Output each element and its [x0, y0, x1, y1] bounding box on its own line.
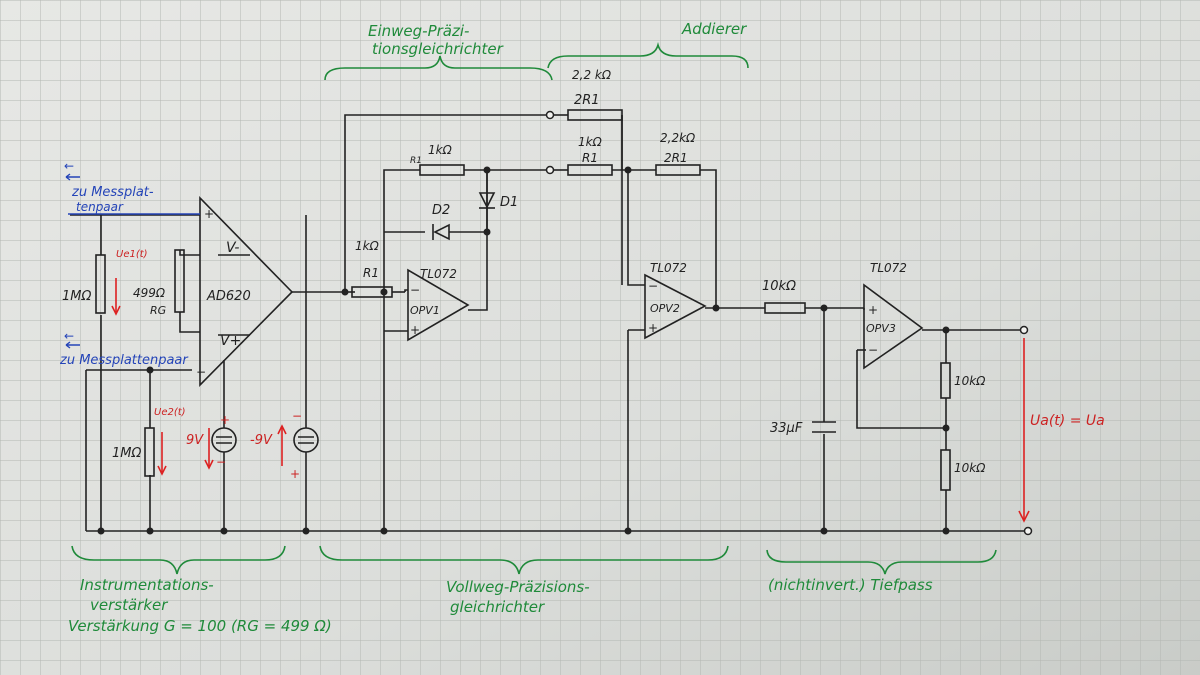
adder-title: Addierer — [681, 20, 747, 38]
label-r-top: 2R1 — [574, 93, 600, 108]
label-opv2: OPV2 — [650, 302, 680, 315]
capacitor-33uf — [812, 421, 836, 433]
label-r-div1: 10kΩ — [954, 374, 986, 388]
label-ue1: Ue1(t) — [116, 249, 148, 260]
fullwave-title-line1: Vollweg-Präzisions- — [446, 578, 590, 596]
fullwave-title-line2: gleichrichter — [450, 598, 545, 616]
resistor-1mohm-lower — [144, 427, 155, 477]
label-r1-in-value: 1kΩ — [355, 239, 380, 253]
label-tl072-3: TL072 — [870, 261, 907, 275]
label-rg-value: 499Ω — [133, 286, 166, 300]
section-braces — [71, 41, 997, 575]
input-arrow-bottom: ← — [64, 329, 74, 343]
label-ad620-plus: + — [204, 207, 214, 221]
diode-d2 — [432, 223, 450, 241]
label-r-lp: 10kΩ — [762, 279, 796, 294]
label-tl072-2: TL072 — [650, 261, 687, 275]
inamp-title-line2: verstärker — [90, 596, 168, 614]
label-rg: RG — [150, 304, 166, 317]
inamp-title-line1: Instrumentations- — [80, 576, 214, 594]
label-r1-fb-value: 1kΩ — [428, 143, 453, 157]
label-ad620: AD620 — [206, 289, 251, 304]
input-label-bottom: zu Messplattenpaar — [59, 353, 189, 368]
label-r-mid: R1 — [582, 151, 598, 165]
lowpass-title: (nichtinvert.) Tiefpass — [768, 576, 933, 594]
label-tl072-1: TL072 — [420, 267, 457, 281]
label-ad620-minus: − — [196, 365, 206, 379]
resistor-10k-divider-lower — [940, 449, 951, 491]
junction-dots — [97, 166, 950, 535]
label-bat2-minus: − — [292, 409, 302, 423]
label-r-top-value: 2,2 kΩ — [572, 68, 612, 82]
halfwave-title-line1: Einweg-Präzi- — [368, 22, 469, 40]
label-opv3-plus: + — [868, 303, 878, 317]
inamp-gain: Verstärkung G = 100 (RG = 499 Ω) — [68, 617, 332, 635]
voltage-arrows — [111, 278, 1030, 523]
label-d1: D1 — [500, 195, 518, 210]
ad620-amplifier-symbol — [199, 196, 294, 387]
label-r1-in: R1 — [363, 266, 379, 280]
label-output: Ua(t) = Ua — [1030, 413, 1105, 429]
input-label-top-line2: tenpaar — [76, 200, 124, 214]
label-ue2: Ue2(t) — [154, 407, 186, 418]
label-v-minus: V- — [226, 240, 239, 256]
label-cap: 33μF — [770, 421, 803, 436]
label-bat2-plus: + — [290, 467, 300, 481]
label-r-in1: 1MΩ — [62, 289, 91, 304]
opv1-symbol — [407, 268, 470, 342]
input-label-top-line1: zu Messplat- — [71, 185, 154, 200]
label-opv3: OPV3 — [866, 322, 896, 335]
label-d2: D2 — [432, 203, 450, 218]
resistor-1mohm-upper — [95, 254, 106, 314]
label-r1-fb: R1 — [410, 156, 422, 166]
label-opv1-plus: + — [410, 323, 420, 337]
label-opv1: OPV1 — [410, 304, 440, 317]
label-v-plus: V+ — [220, 333, 241, 349]
label-r-fb2: 2R1 — [664, 151, 688, 165]
label-r-in2: 1MΩ — [112, 446, 141, 461]
opv2-symbol — [644, 273, 707, 340]
label-opv2-plus: + — [648, 321, 658, 335]
label-r-fb2-value: 2,2kΩ — [660, 131, 696, 145]
resistor-10k-lowpass — [764, 302, 806, 314]
label-bat2: -9V — [250, 433, 273, 448]
label-bat1-minus: − — [216, 455, 226, 469]
circuit-wires — [70, 114, 1024, 532]
open-terminals — [545, 110, 1033, 536]
voltage-source-minus-9v — [293, 427, 319, 453]
halfwave-title-line2: tionsgleichrichter — [372, 40, 504, 58]
label-r-mid-value: 1kΩ — [578, 135, 603, 149]
input-arrow-top: ← — [64, 159, 74, 173]
resistor-2r1-feedback — [655, 164, 701, 176]
resistor-2r1-top — [567, 109, 623, 121]
label-opv1-minus: − — [410, 283, 420, 297]
resistor-rg — [174, 249, 185, 313]
voltage-source-9v — [211, 427, 237, 453]
label-opv2-minus: − — [648, 279, 658, 293]
resistor-r1-feedback — [419, 164, 465, 176]
label-r-div2: 10kΩ — [954, 461, 986, 475]
resistor-10k-divider-upper — [940, 362, 951, 399]
label-bat1: 9V — [186, 433, 204, 448]
label-bat1-plus: + — [220, 413, 230, 427]
diode-d1 — [478, 192, 496, 209]
resistor-r1-input — [351, 286, 393, 298]
label-opv3-minus: − — [868, 343, 878, 357]
input-arrows — [65, 173, 200, 349]
resistor-r1-mid — [567, 164, 613, 176]
opv3-symbol — [863, 283, 924, 370]
